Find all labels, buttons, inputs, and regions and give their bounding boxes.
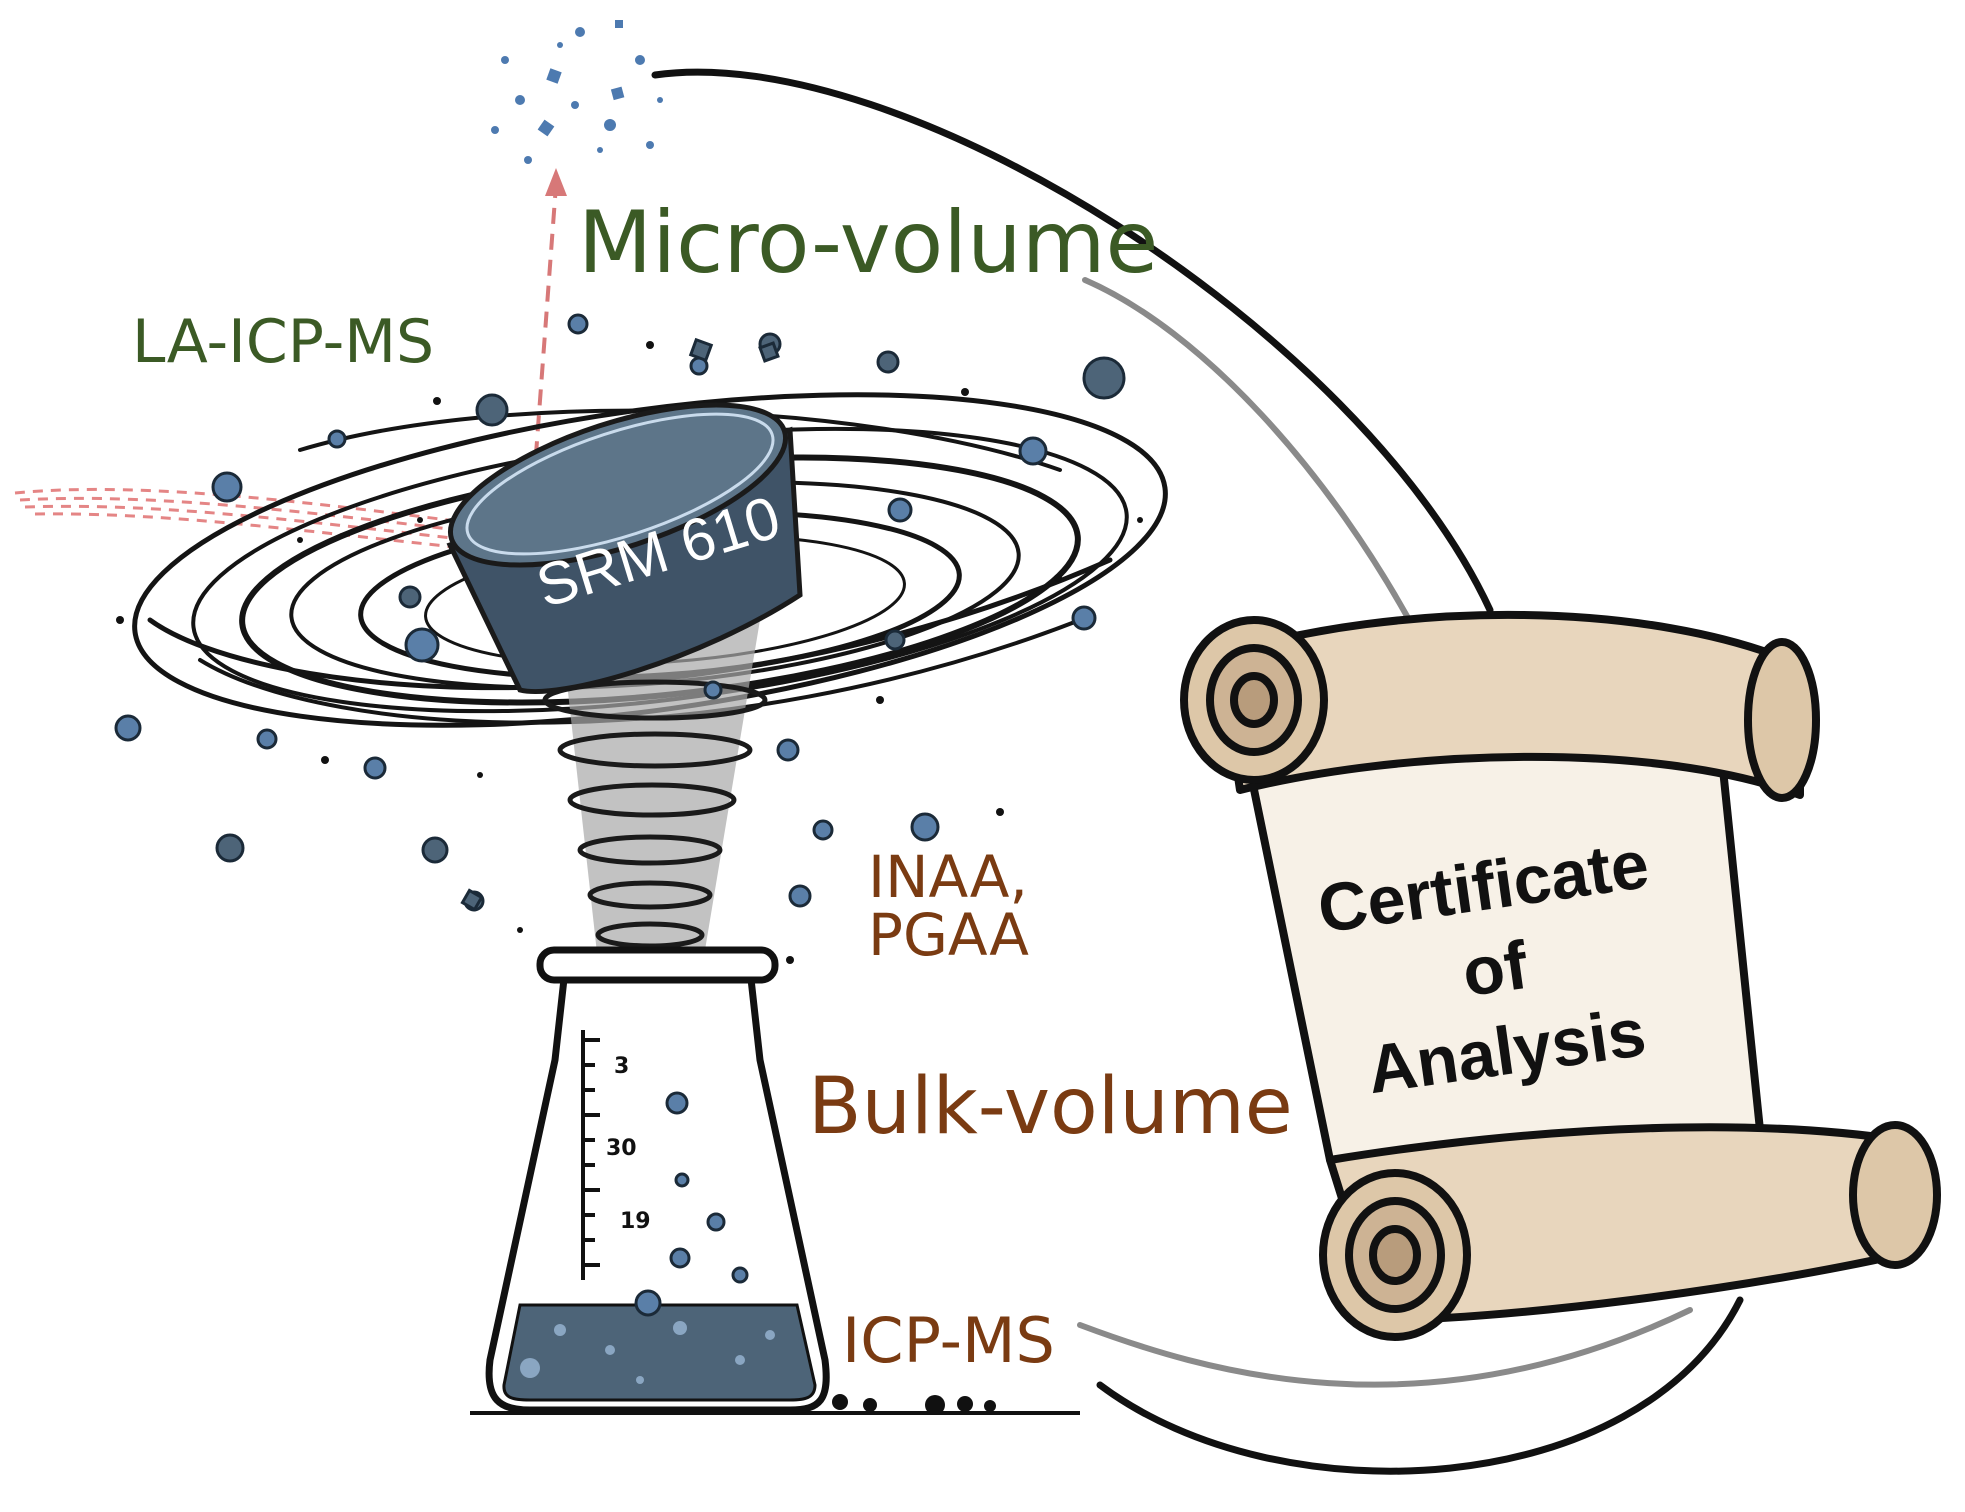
- erlenmeyer-flask-icon: 3 30 19: [470, 946, 1080, 1415]
- connector-lines: [651, 68, 1744, 1475]
- srm-disk-icon: [446, 402, 803, 695]
- flask-scale-30: 30: [606, 1136, 637, 1161]
- bulk-connector-gray: [1077, 1307, 1693, 1388]
- bulk-connector-black: [1096, 1296, 1744, 1475]
- bulk-volume-label: Bulk-volume: [808, 1062, 1293, 1152]
- floating-bubbles: [114, 313, 1126, 912]
- scroll-icon: [1180, 610, 1941, 1341]
- flask-scale: [581, 1030, 600, 1280]
- tornado-funnel: [542, 620, 768, 980]
- ablation-particles: [491, 20, 663, 164]
- ink-speckles: [116, 341, 1143, 964]
- micro-connector-gray: [1082, 277, 1423, 643]
- inaa-pgaa-label: INAA, PGAA: [868, 848, 1029, 964]
- inaa-label: INAA,: [868, 843, 1028, 911]
- la-icp-ms-label: LA-ICP-MS: [132, 307, 435, 377]
- micro-connector-black: [651, 68, 1494, 614]
- micro-volume-label: Micro-volume: [578, 193, 1159, 293]
- flask-scale-19: 19: [620, 1209, 651, 1234]
- pgaa-label: PGAA: [868, 901, 1029, 969]
- flask-scale-3: 3: [614, 1054, 629, 1079]
- icp-ms-label: ICP-MS: [842, 1304, 1055, 1377]
